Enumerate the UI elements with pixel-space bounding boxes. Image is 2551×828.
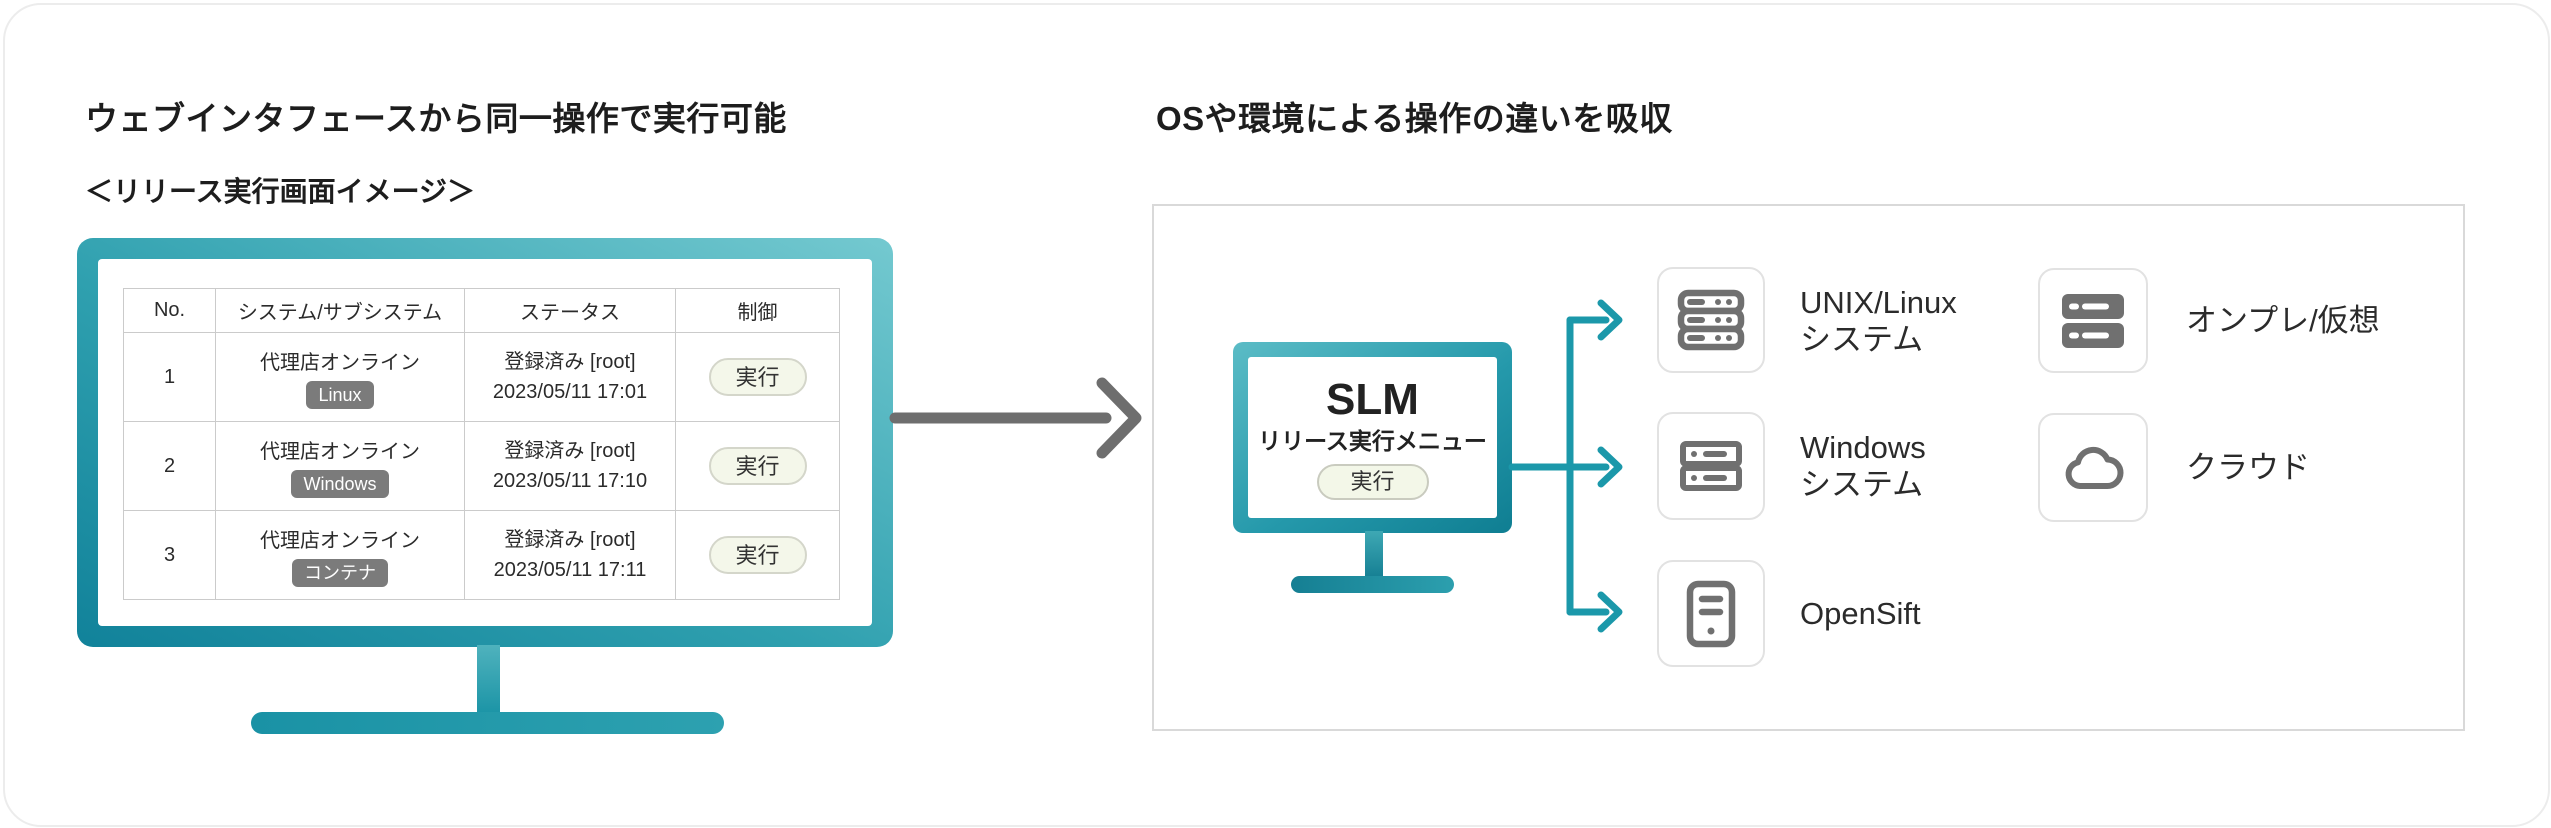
col-header-status: ステータス [464,288,676,333]
onprem-card [2038,268,2148,373]
target-label-line2: システム [1800,467,1924,502]
row-status: 登録済み [root] 2023/05/11 17:10 [464,421,676,511]
status-timestamp: 2023/05/11 17:01 [492,381,648,403]
slm-execute-button[interactable]: 実行 [1316,463,1429,500]
row-control: 実行 [675,421,840,511]
target-label-opensift: OpenSift [1800,595,1921,632]
row-system: 代理店オンライン Windows [215,421,465,511]
system-name: 代理店オンライン [260,351,420,374]
row-system: 代理店オンライン コンテナ [215,510,465,600]
server-rack-icon [1680,441,1742,491]
row-status: 登録済み [root] 2023/05/11 17:11 [464,510,676,600]
monitor-stand-pole [477,645,500,714]
row-no: 3 [123,510,216,600]
execute-button[interactable]: 実行 [708,358,807,396]
os-badge: Linux [306,380,374,409]
status-text: 登録済み [root] [504,440,636,462]
target-label-unix: UNIX/Linux システム [1800,284,1957,358]
execute-button[interactable]: 実行 [708,447,807,485]
target-label-windows: Windows システム [1800,429,1926,503]
left-section-subtitle: ＜リリース実行画面イメージ＞ [85,176,476,207]
right-section-title: OSや環境による操作の違いを吸収 [1156,100,1673,137]
table-row: 1 代理店オンライン Linux 登録済み [root] 2023/05/11 … [123,332,840,422]
release-table: No. システム/サブシステム ステータス 制御 1 代理店オンライン Linu… [123,288,840,600]
env-label-onprem: オンプレ/仮想 [2186,303,2380,338]
system-name: 代理店オンライン [260,529,420,552]
status-timestamp: 2023/05/11 17:11 [493,559,647,581]
os-badge: Windows [291,469,389,498]
tower-server-icon [1686,580,1736,647]
slm-stand-base [1291,576,1454,593]
col-header-no: No. [123,288,216,333]
row-control: 実行 [675,332,840,422]
row-system: 代理店オンライン Linux [215,332,465,422]
status-text: 登録済み [root] [504,351,636,373]
slm-stand-pole [1365,531,1383,578]
os-badge: コンテナ [292,558,388,587]
row-control: 実行 [675,510,840,600]
release-table-wrap: No. システム/サブシステム ステータス 制御 1 代理店オンライン Linu… [123,288,840,600]
monitor-stand-base [251,712,724,734]
unix-linux-card [1657,267,1765,373]
execute-button[interactable]: 実行 [708,536,807,574]
target-label-line2: システム [1800,322,1924,357]
row-no: 1 [123,332,216,422]
branch-arrows-icon [1508,299,1623,633]
col-header-system: システム/サブシステム [215,288,465,333]
target-label-line1: OpenSift [1800,596,1921,631]
release-screen: No. システム/サブシステム ステータス 制御 1 代理店オンライン Linu… [98,259,872,626]
slm-monitor: SLM リリース実行メニュー 実行 [1233,342,1512,533]
left-section-title: ウェブインタフェースから同一操作で実行可能 [85,100,787,137]
right-arrow-icon [889,377,1142,459]
status-text: 登録済み [root] [504,529,636,551]
col-header-control: 制御 [675,288,840,333]
slm-menu-label: リリース実行メニュー [1258,427,1487,454]
slm-screen: SLM リリース実行メニュー 実行 [1248,357,1497,518]
status-timestamp: 2023/05/11 17:10 [492,470,648,492]
opensift-card [1657,560,1765,667]
server-filled-icon [2062,293,2124,348]
table-row: 3 代理店オンライン コンテナ 登録済み [root] 2023/05/11 1… [123,510,840,600]
row-status: 登録済み [root] 2023/05/11 17:01 [464,332,676,422]
cloud-card [2038,413,2148,522]
target-label-line1: UNIX/Linux [1800,285,1957,320]
system-name: 代理店オンライン [260,440,420,463]
release-screen-monitor: No. システム/サブシステム ステータス 制御 1 代理店オンライン Linu… [77,238,893,647]
server-stack-icon [1677,289,1745,351]
table-header-row: No. システム/サブシステム ステータス 制御 [123,288,840,333]
row-no: 2 [123,421,216,511]
windows-card [1657,412,1765,520]
env-label-cloud: クラウド [2186,450,2310,485]
slm-title: SLM [1326,374,1419,424]
cloud-icon [2065,446,2124,489]
target-label-line1: Windows [1800,430,1926,465]
table-row: 2 代理店オンライン Windows 登録済み [root] 2023/05/1… [123,421,840,511]
